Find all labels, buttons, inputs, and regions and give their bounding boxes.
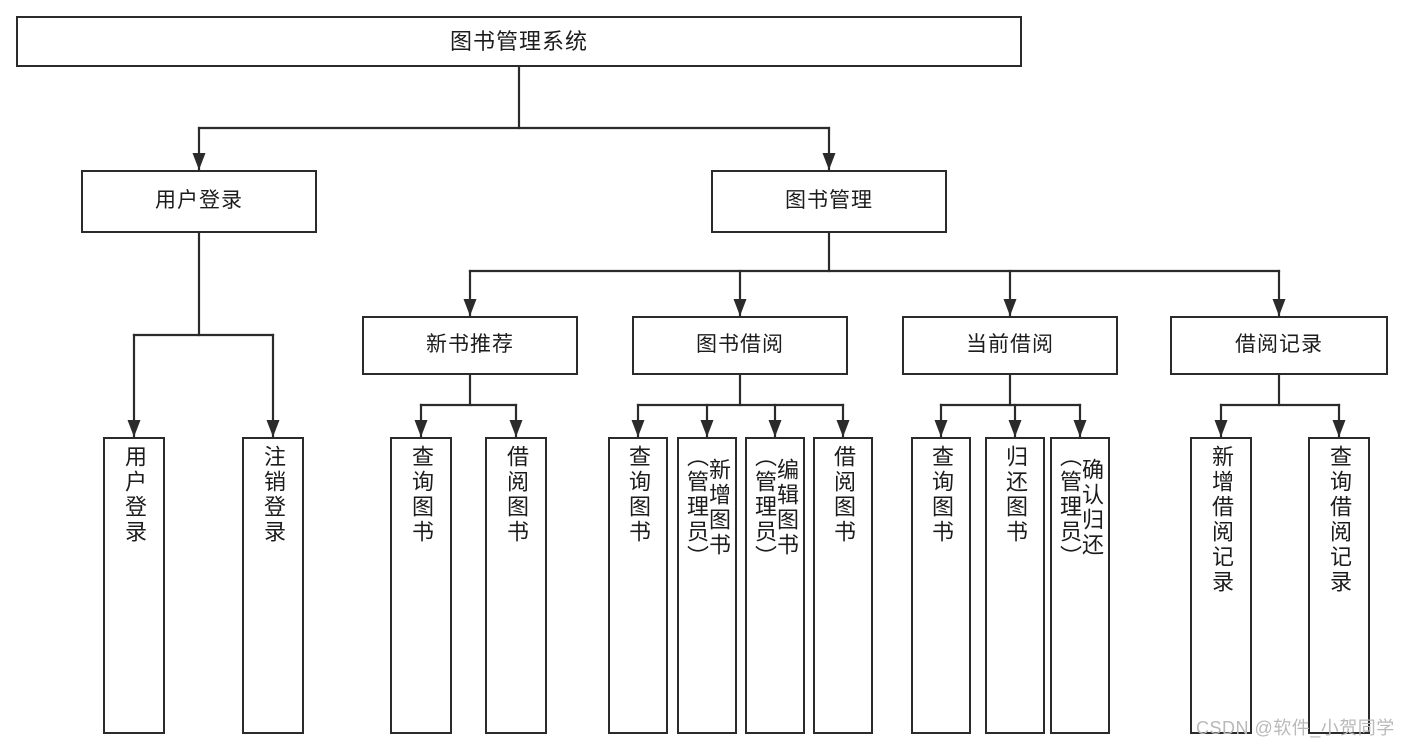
connector-arrowhead xyxy=(1003,299,1017,316)
node-label: 查询图书 xyxy=(626,445,651,545)
connector-arrowhead xyxy=(836,420,850,437)
node-leaf-query-book-cb[interactable]: 查询图书 xyxy=(911,437,971,734)
node-label: 查询图书 xyxy=(409,445,434,545)
node-user-login[interactable]: 用户登录 xyxy=(81,170,317,233)
node-label: 注销登录 xyxy=(261,445,286,545)
node-leaf-query-book-bb[interactable]: 查询图书 xyxy=(608,437,668,734)
connector-arrowhead xyxy=(768,420,782,437)
connector-arrowhead xyxy=(1332,420,1346,437)
node-leaf-user-login[interactable]: 用户登录 xyxy=(103,437,165,734)
node-new-book-recommendation[interactable]: 新书推荐 xyxy=(362,316,578,375)
node-label: 用户登录 xyxy=(155,189,243,213)
csdn-watermark: CSDN @软件_小贺同学 xyxy=(1196,718,1395,738)
node-leaf-borrow-book-bb[interactable]: 借阅图书 xyxy=(813,437,873,734)
node-label: 新书推荐 xyxy=(426,333,514,357)
node-label: 借阅记录 xyxy=(1235,333,1323,357)
node-leaf-query-borrow-record[interactable]: 查询借阅记录 xyxy=(1308,437,1370,734)
node-leaf-borrow-book-rec[interactable]: 借阅图书 xyxy=(485,437,547,734)
node-leaf-query-book-rec[interactable]: 查询图书 xyxy=(390,437,452,734)
node-book-borrowing[interactable]: 图书借阅 xyxy=(632,316,848,375)
node-leaf-confirm-return-admin[interactable]: 确认归还 （管理员） xyxy=(1050,437,1110,734)
connector-arrowhead xyxy=(1073,420,1087,437)
connector-arrowhead xyxy=(509,420,523,437)
node-root-system[interactable]: 图书管理系统 xyxy=(16,16,1022,67)
node-leaf-logout[interactable]: 注销登录 xyxy=(242,437,304,734)
node-label: 借阅图书 xyxy=(504,445,529,545)
node-leaf-edit-book-admin[interactable]: 编辑图书 （管理员） xyxy=(745,437,805,734)
node-label: 归还图书 xyxy=(1003,445,1028,545)
node-label: 当前借阅 xyxy=(966,333,1054,357)
connector-arrowhead xyxy=(700,420,714,437)
node-label: 借阅图书 xyxy=(831,445,856,545)
node-label: 编辑图书 （管理员） xyxy=(752,445,799,570)
node-label: 确认归还 （管理员） xyxy=(1057,445,1104,570)
node-label: 图书管理 xyxy=(785,189,873,213)
node-borrowing-record[interactable]: 借阅记录 xyxy=(1170,316,1388,375)
connector-arrowhead xyxy=(1272,299,1286,316)
connector-arrowhead xyxy=(934,420,948,437)
connector-arrowhead xyxy=(1214,420,1228,437)
connector-arrowhead xyxy=(266,420,280,437)
connector-arrowhead xyxy=(463,299,477,316)
connector-arrowhead xyxy=(127,420,141,437)
node-leaf-add-borrow-record[interactable]: 新增借阅记录 xyxy=(1190,437,1252,734)
node-leaf-return-book[interactable]: 归还图书 xyxy=(985,437,1045,734)
connector-arrowhead xyxy=(822,153,836,170)
node-leaf-add-book-admin[interactable]: 新增图书 （管理员） xyxy=(677,437,737,734)
connector-arrowhead xyxy=(414,420,428,437)
node-current-borrowing[interactable]: 当前借阅 xyxy=(902,316,1118,375)
node-book-management[interactable]: 图书管理 xyxy=(711,170,947,233)
node-label: 新增图书 （管理员） xyxy=(684,445,731,570)
connector-arrowhead xyxy=(733,299,747,316)
node-label: 用户登录 xyxy=(122,445,147,545)
node-label: 图书管理系统 xyxy=(449,28,588,54)
node-label: 新增借阅记录 xyxy=(1209,445,1234,595)
node-label: 查询借阅记录 xyxy=(1327,445,1352,595)
node-label: 查询图书 xyxy=(929,445,954,545)
connector-arrowhead xyxy=(1008,420,1022,437)
connector-arrowhead xyxy=(631,420,645,437)
node-label: 图书借阅 xyxy=(696,333,784,357)
connector-arrowhead xyxy=(192,153,206,170)
